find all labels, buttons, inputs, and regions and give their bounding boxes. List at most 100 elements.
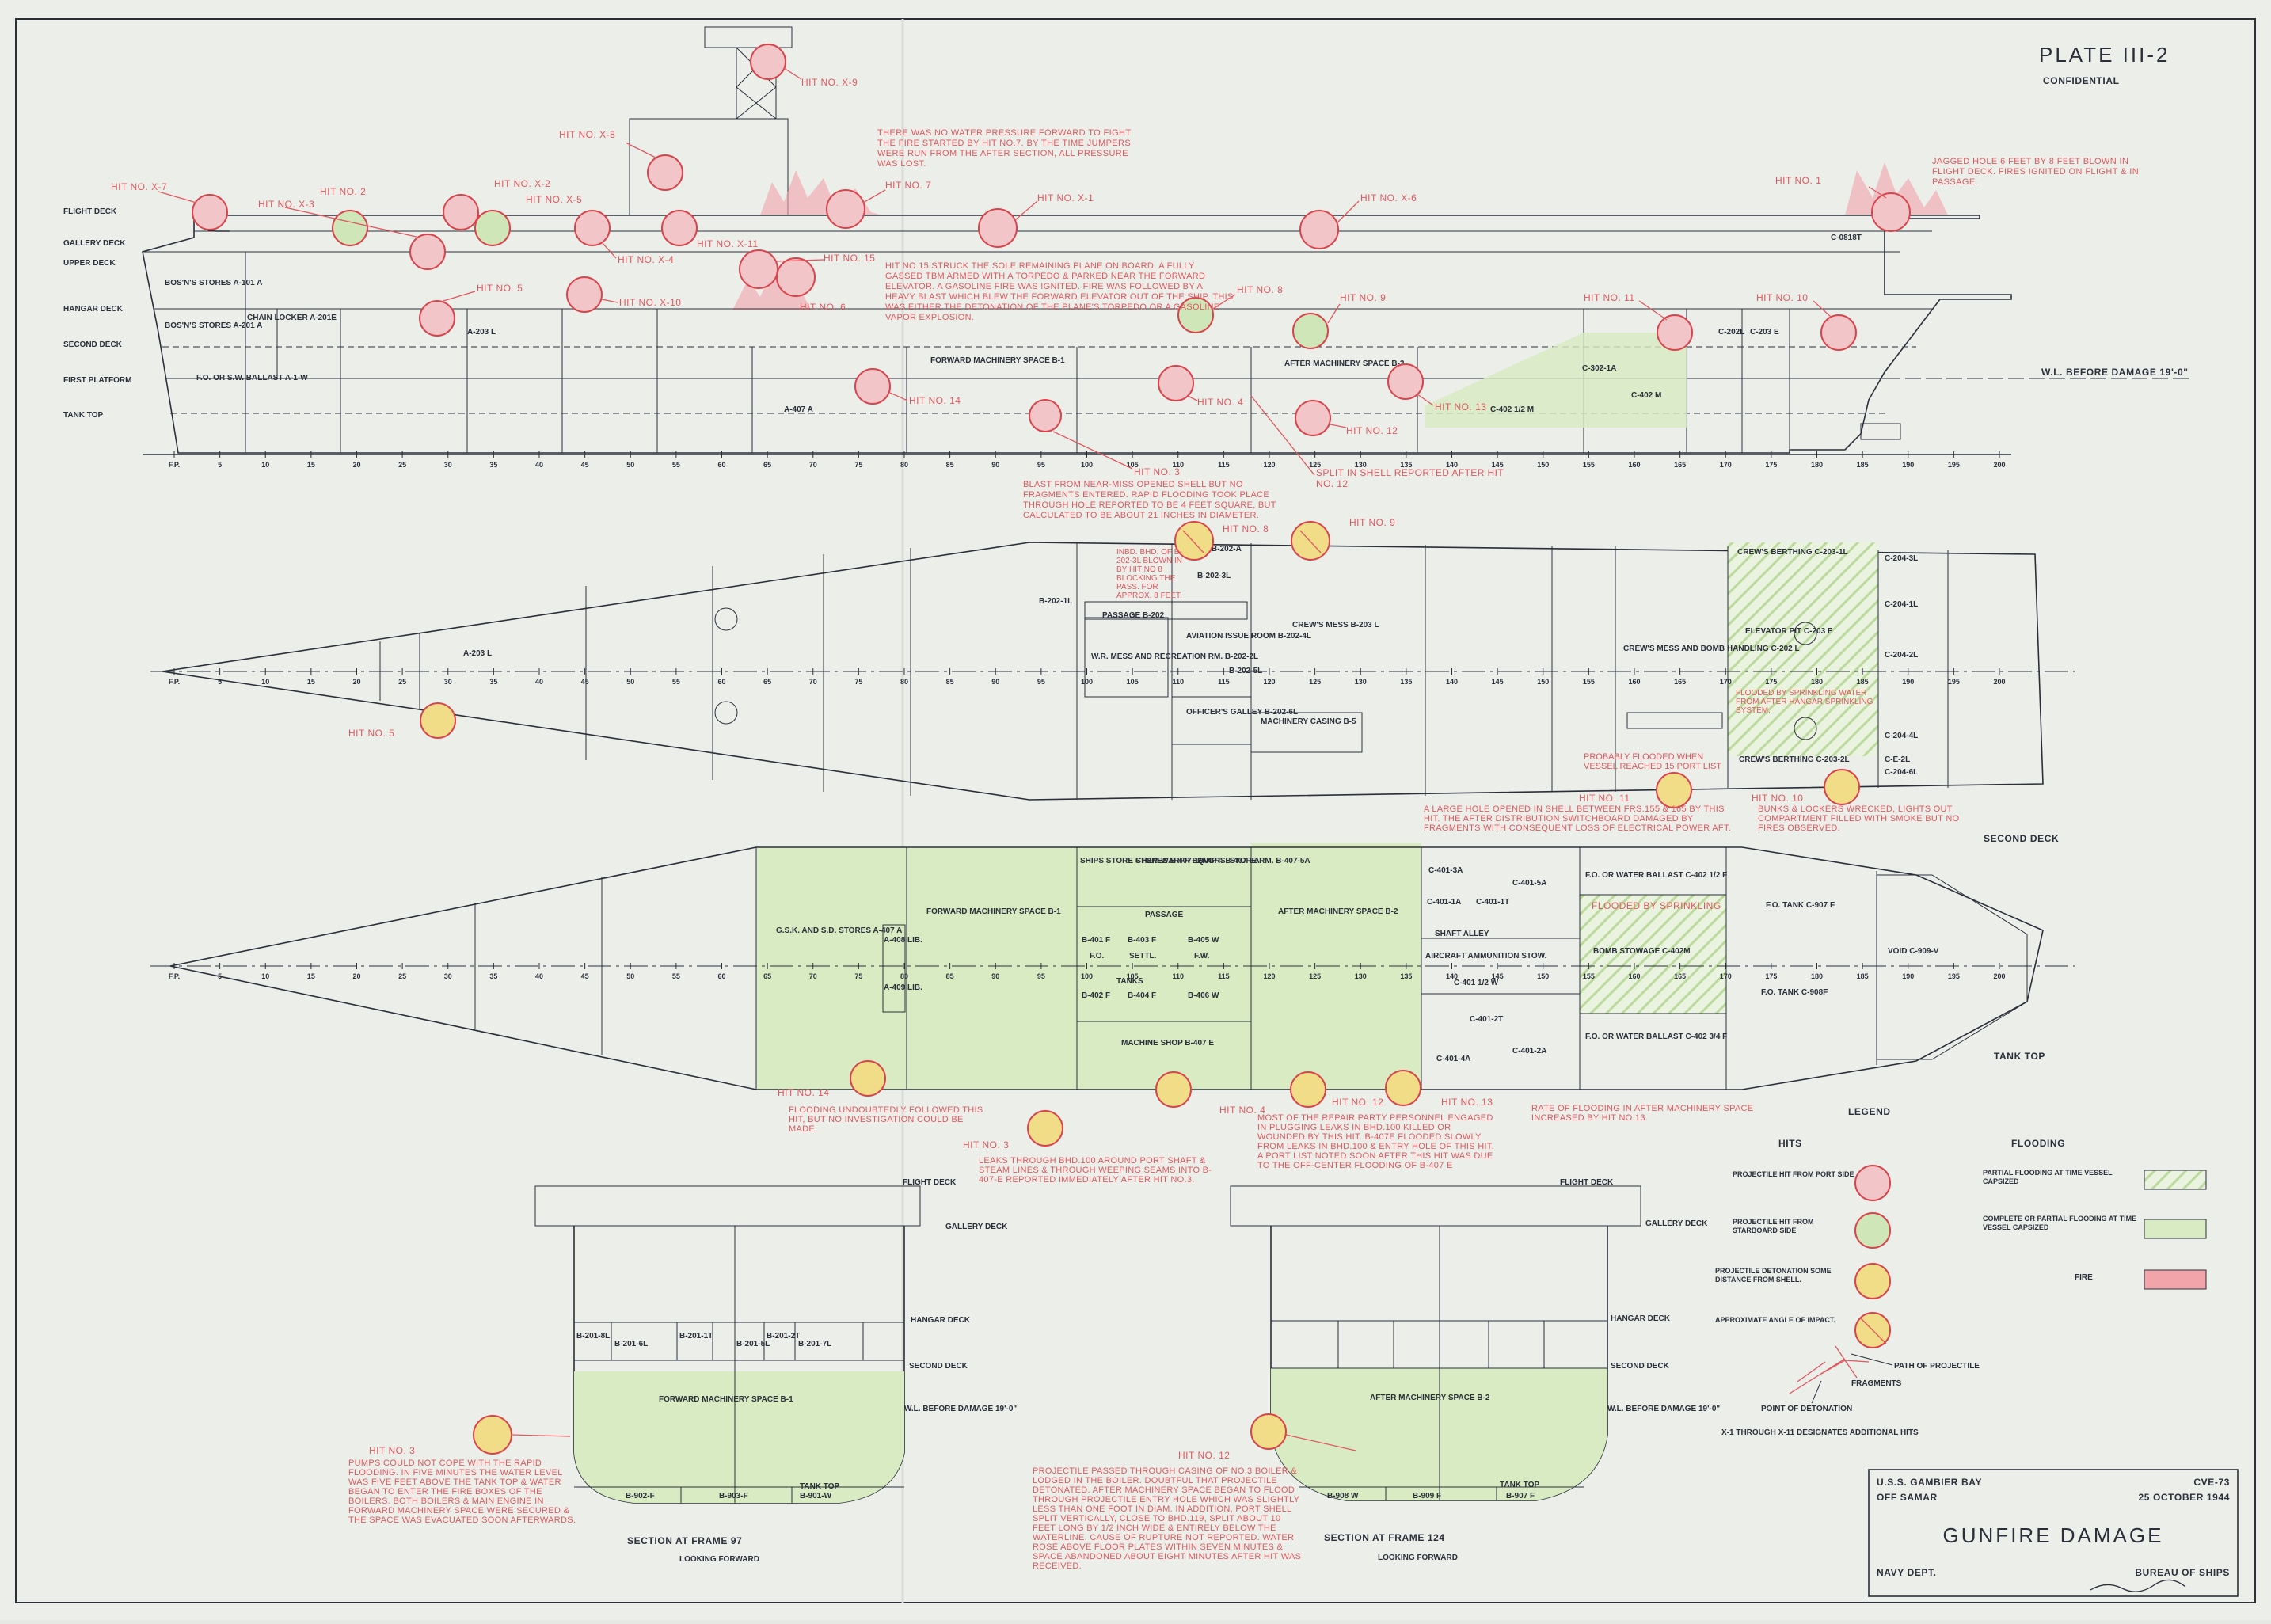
sd-comp-6: PASSAGE B-202: [1102, 611, 1165, 620]
tt-frame-label: 70: [809, 972, 817, 980]
sd-comp-18: C-204-4L: [1885, 732, 1918, 740]
sd-comp-4: OFFICER'S GALLEY B-202-6L: [1186, 708, 1298, 717]
deck-label-flight: FLIGHT DECK: [63, 207, 117, 216]
profile-hits: [192, 44, 1911, 436]
sd-frame-label: 130: [1355, 678, 1367, 686]
tt-comp-4: SHIPS STORE STORES B-407-1A: [1080, 857, 1204, 865]
tt-frame-label: 115: [1218, 972, 1230, 980]
note-hit3-leaks: LEAKS THROUGH BHD.100 AROUND PORT SHAFT …: [979, 1156, 1212, 1185]
tt-hit-14-label: HIT NO. 14: [778, 1087, 829, 1098]
s97-gallery-label: GALLERY DECK: [945, 1223, 1008, 1231]
hit-14-label: HIT NO. 14: [909, 395, 961, 406]
profile-hit-labels: HIT NO. X-9 HIT NO. X-8 HIT NO. X-7 HIT …: [111, 67, 1887, 489]
legend-hits-heading: HITS: [1778, 1138, 1802, 1149]
note-hit3-blast: BLAST FROM NEAR-MISS OPENED SHELL BUT NO…: [1023, 480, 1276, 520]
tt-hit-4-label: HIT NO. 4: [1219, 1105, 1265, 1116]
note-hit3-leaks-text: LEAKS THROUGH BHD.100 AROUND PORT SHAFT …: [979, 1156, 1212, 1185]
tt-comp-29: AIRCRAFT AMMUNITION STOW.: [1425, 952, 1547, 960]
tt-comp-13: F.W.: [1194, 952, 1210, 960]
note-hit14: FLOODING UNDOUBTEDLY FOLLOWED THIS HIT, …: [789, 1105, 983, 1134]
legend-item-3: APPROXIMATE ANGLE OF IMPACT.: [1715, 1316, 1835, 1324]
frame-label: 55: [672, 461, 680, 469]
tt-frame-label: 130: [1355, 972, 1367, 980]
tank-top-outline: [169, 846, 2044, 1090]
note-hit12-section-text: PROJECTILE PASSED THROUGH CASING OF NO.3…: [1033, 1466, 1302, 1571]
legend-flooding-0: PARTIAL FLOODING AT TIME VESSEL CAPSIZED: [1983, 1169, 2113, 1185]
sd-comp-5: MACHINERY CASING B-5: [1261, 717, 1356, 726]
tt-frame-label: 145: [1492, 972, 1504, 980]
sd-frame-label: 135: [1400, 678, 1412, 686]
legend-path: PATH OF PROJECTILE: [1894, 1362, 1980, 1371]
tt-frame-label: 60: [717, 972, 725, 980]
legend-angle-line: [1860, 1318, 1887, 1344]
sd-hit-8-label: HIT NO. 8: [1223, 523, 1269, 534]
tt-frame-label: 25: [398, 972, 406, 980]
sd-frame-label: 150: [1537, 678, 1549, 686]
comp-a101a: BOS'N'S STORES A-101 A: [165, 279, 262, 287]
profile-deck-labels: FLIGHT DECK GALLERY DECK UPPER DECK HANG…: [63, 207, 131, 420]
comp-a203l: A-203 L: [467, 328, 496, 337]
hit-6-label: HIT NO. 6: [800, 302, 846, 313]
sd-hit-9-marker: [1291, 521, 1330, 561]
sd-frame-label: 60: [717, 678, 725, 686]
frame-label: 30: [444, 461, 452, 469]
s124-subtitle: LOOKING FORWARD: [1378, 1554, 1458, 1562]
frame-label: 175: [1765, 461, 1777, 469]
section-frame-97: FLIGHT DECK GALLERY DECK HANGAR DECK SEC…: [369, 1178, 1017, 1564]
comp-c0818t: C-0818T: [1831, 234, 1862, 242]
tt-comp-15: B-402 F: [1082, 991, 1110, 1000]
legend-flooding-0-text: PARTIAL FLOODING AT TIME VESSEL CAPSIZED: [1983, 1169, 2113, 1185]
hit-2-marker: [332, 210, 368, 246]
tank-top-title: TANK TOP: [1994, 1051, 2045, 1062]
s97-subtitle: LOOKING FORWARD: [679, 1555, 759, 1564]
sd-frame-label: 65: [763, 678, 771, 686]
s97-title: SECTION AT FRAME 97: [627, 1535, 742, 1546]
sd-frame-label: 180: [1811, 678, 1823, 686]
s124-gallery-label: GALLERY DECK: [1645, 1219, 1708, 1228]
sd-hit-9-label: HIT NO. 9: [1349, 517, 1395, 528]
s97-hit-marker: [473, 1415, 512, 1455]
note-hit14-text: FLOODING UNDOUBTEDLY FOLLOWED THIS HIT, …: [789, 1105, 983, 1134]
note-water-text: THERE WAS NO WATER PRESSURE FORWARD TO F…: [877, 128, 1132, 169]
legend-item-2-text: PROJECTILE DETONATION SOME DISTANCE FROM…: [1715, 1267, 1832, 1284]
frame-label: F.P.: [169, 461, 180, 469]
s97-comp-6: B-902-F: [626, 1492, 655, 1500]
hit-13-label: HIT NO. 13: [1435, 401, 1486, 413]
comp-chain-locker: CHAIN LOCKER A-201E: [247, 314, 337, 322]
legend-partial-flooding-swatch: [2144, 1170, 2207, 1190]
tt-frame-label: 30: [444, 972, 452, 980]
tank-top-hits: HIT NO. 14 HIT NO. 3 HIT NO. 4 HIT NO. 1…: [778, 1060, 1493, 1150]
s97-second-label: SECOND DECK: [909, 1362, 968, 1371]
s97-comp-4: B-201-1T: [679, 1332, 713, 1341]
s97-comp-2: B-201-7L: [798, 1340, 831, 1348]
hit-x4-marker: [574, 210, 611, 246]
sd-comp-12: CREW'S BERTHING C-203-1L: [1737, 548, 1848, 557]
note-hit11-text: A LARGE HOLE OPENED IN SHELL BETWEEN FRS…: [1424, 804, 1732, 833]
frame-label: 75: [854, 461, 862, 469]
tt-hit-13-label: HIT NO. 13: [1441, 1097, 1493, 1108]
hit-x3-label: HIT NO. X-3: [258, 199, 314, 210]
sd-frame-label: 165: [1674, 678, 1686, 686]
second-deck-bulkheads: [379, 543, 1949, 800]
tt-comp-2: A-409 LIB.: [884, 983, 922, 992]
s124-comp-0: B-908 W: [1327, 1492, 1359, 1500]
frame-label: 195: [1948, 461, 1960, 469]
sd-frame-label: 50: [626, 678, 634, 686]
tt-flood-aft: [1251, 843, 1421, 1086]
tt-frame-label: 125: [1309, 972, 1321, 980]
legend-starboard-hit: [1854, 1212, 1891, 1249]
note-hit10: BUNKS & LOCKERS WRECKED, LIGHTS OUT COMP…: [1758, 804, 1959, 833]
deck-label-gallery: GALLERY DECK: [63, 239, 126, 248]
comp-c402m: C-402 M: [1631, 391, 1661, 400]
legend-designates: X-1 THROUGH X-11 DESIGNATES ADDITIONAL H…: [1721, 1428, 1919, 1437]
tt-comp-10: B-405 W: [1188, 936, 1219, 945]
sd-frame-label: 170: [1720, 678, 1732, 686]
tt-comp-31: BOMB STOWAGE C-402M: [1593, 947, 1691, 956]
tt-comp-1: A-408 LIB.: [884, 936, 922, 945]
